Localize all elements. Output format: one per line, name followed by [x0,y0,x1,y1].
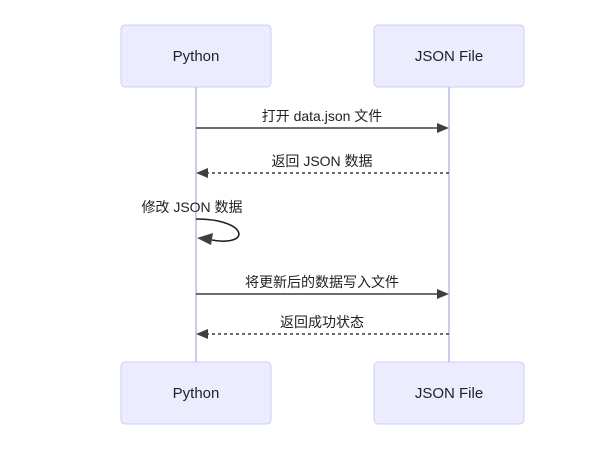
actor-label-python-bottom: Python [173,385,220,402]
actor-bottom-json-file[interactable]: JSON File [373,361,525,425]
message-4-label: 将更新后的数据写入文件 [245,274,399,290]
message-5-arrowhead-left-icon [196,329,208,339]
message-3-arrowhead-left-icon [197,233,213,245]
message-4-arrowhead-right-icon [437,289,449,299]
actor-top-python[interactable]: Python [120,24,272,88]
actor-label-python-top: Python [173,48,220,65]
message-1-open-data-json: 打开 data.json 文件 [196,108,449,133]
message-3-modify-json-data: 修改 JSON 数据 [141,199,243,245]
message-3-self-loop-line [195,218,240,242]
message-5-return-success-status: 返回成功状态 [196,314,449,339]
actor-bottom-python[interactable]: Python [120,361,272,425]
message-2-return-json-data: 返回 JSON 数据 [196,153,449,178]
message-3-label: 修改 JSON 数据 [141,199,242,215]
message-1-label: 打开 data.json 文件 [262,108,383,124]
message-2-label: 返回 JSON 数据 [271,153,372,169]
actor-label-json-file-top: JSON File [415,48,483,65]
message-5-label: 返回成功状态 [280,314,364,330]
actor-box-json-file-bottom[interactable] [373,361,525,425]
actor-label-json-file-bottom: JSON File [415,385,483,402]
message-4-write-updated-data: 将更新后的数据写入文件 [196,274,449,299]
actor-top-json-file[interactable]: JSON File [373,24,525,88]
message-2-arrowhead-left-icon [196,168,208,178]
actor-box-python-bottom[interactable] [120,361,272,425]
actor-box-python-top[interactable] [120,24,272,88]
message-1-arrowhead-right-icon [437,123,449,133]
actor-box-json-file-top[interactable] [373,24,525,88]
